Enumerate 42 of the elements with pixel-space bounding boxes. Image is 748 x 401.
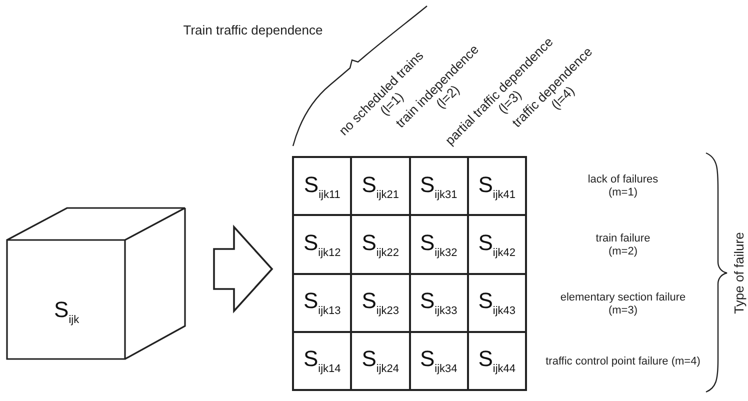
matrix-cell: [468, 157, 526, 216]
state-symbol: S$_{ijk31}$: [420, 172, 458, 201]
state-symbol: S$_{ijk21}$: [362, 172, 400, 201]
axis-title: Train traffic dependence: [183, 24, 323, 38]
matrix-cell: [410, 157, 468, 216]
state-symbol: S$_{ijk43}$: [478, 288, 516, 318]
category-label: train failure (m=2): [594, 232, 652, 258]
state-symbol: S$_{ijk32}$: [420, 230, 458, 259]
category-label: traffic control point failure (m=4): [544, 356, 702, 368]
matrix-cell: [468, 215, 526, 274]
state-symbol: S$_{ijk11}$: [304, 172, 340, 201]
matrix-cell: [351, 332, 410, 390]
matrix-cell: [410, 274, 468, 332]
category-label: elementary section failure (m=3): [559, 291, 687, 317]
matrix-cell: [410, 332, 468, 390]
state-symbol: S$_{ijk24}$: [362, 346, 400, 376]
state-symbol: S$_{ijk34}$: [420, 346, 458, 376]
state-symbol: S$_{ijk41}$: [478, 172, 516, 201]
state-symbol: S$_{ijk42}$: [478, 230, 516, 259]
matrix-cell: [410, 215, 468, 274]
matrix-cell: [293, 332, 352, 390]
state-symbol: S$_{ijk14}$: [303, 346, 341, 376]
category-label: lack of failures (m=1): [586, 173, 660, 199]
cube: [6, 207, 186, 360]
matrix-cell: [293, 215, 352, 274]
state-symbol: S$_{ijk23}$: [362, 288, 400, 318]
state-symbol: S$_{ijk12}$: [303, 230, 341, 259]
axis-title: Type of failure: [732, 232, 748, 314]
matrix-cell: [293, 274, 352, 332]
state-symbol: S$_{ijk44}$: [478, 346, 516, 376]
state-matrix: [292, 156, 527, 391]
state-symbol: S$_{ijk22}$: [362, 230, 400, 259]
state-symbol: S$_{ijk}$: [54, 297, 80, 326]
matrix-cell: [351, 215, 410, 274]
matrix-cell: [293, 157, 352, 216]
matrix-cell: [351, 274, 410, 332]
block-arrow: [213, 224, 274, 314]
matrix-cell: [468, 332, 526, 390]
state-symbol: S$_{ijk33}$: [420, 288, 458, 318]
matrix-cell: [351, 157, 410, 216]
state-symbol: S$_{ijk13}$: [303, 288, 341, 318]
matrix-cell: [468, 274, 526, 332]
